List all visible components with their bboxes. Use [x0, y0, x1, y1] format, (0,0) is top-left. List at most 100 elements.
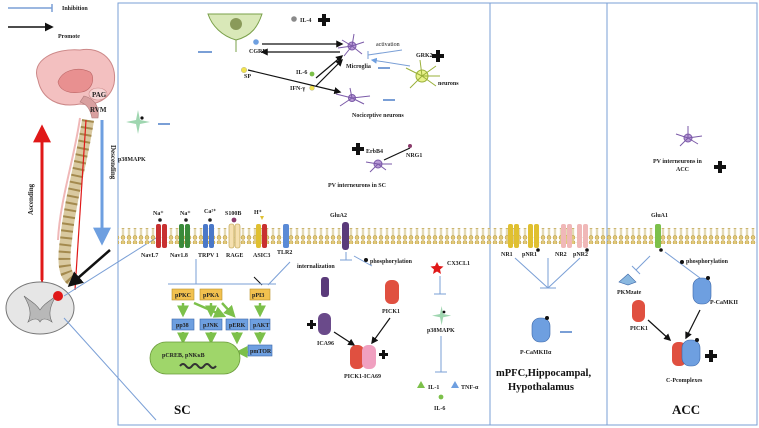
label-nucleus: pCREB, pNKκB: [162, 353, 205, 359]
kinase-box-pp38: pp38: [171, 318, 195, 331]
label-sp: SP: [244, 74, 251, 80]
receptor-glua1: [655, 224, 663, 252]
region-label-sc: SC: [174, 402, 191, 417]
kinase-box-pmtor: pmTOR: [247, 344, 273, 357]
pick1-ica69-complex: [350, 345, 376, 369]
kinase-box-perk: pERK: [225, 318, 249, 331]
receptor-nr1: [508, 224, 519, 248]
svg-text:pAKT: pAKT: [253, 323, 269, 329]
channel-asic3: [256, 224, 267, 248]
label-c-pcomplexes: C-Pcomplexes: [666, 378, 703, 384]
il1-triangle: [417, 381, 425, 388]
neuron-cell: [405, 59, 440, 89]
kinase-box-ppkc: pPKC: [171, 288, 195, 301]
label-s100b: S100B: [225, 211, 241, 217]
label-activation: activation: [376, 42, 400, 48]
label-phosphorylation-sc: phosphorylation: [370, 259, 413, 265]
label-nr2: NR2: [555, 252, 567, 258]
svg-text:pERK: pERK: [229, 323, 246, 329]
label-ifn: IFN-γ: [290, 86, 305, 92]
plus-icon: [318, 14, 330, 26]
label-il6: IL-6: [296, 70, 307, 76]
label-tlr2: TLR2: [277, 250, 292, 256]
pcamkii-alpha-protein: [531, 316, 551, 343]
receptor-glua2: [342, 222, 349, 250]
label-ca: Ca²⁺: [204, 208, 216, 215]
label-il1: IL-1: [428, 385, 439, 391]
label-glua1: GluA1: [651, 213, 668, 219]
label-erbb4: ErbB4: [366, 149, 383, 155]
label-pv-acc: PV interneurons in: [653, 159, 702, 165]
label-na2: Na⁺: [180, 210, 191, 217]
label-p38mapk-top: p38MAPK: [118, 157, 146, 163]
channel-trpv1: [203, 224, 214, 248]
label-p38mapk-sc: p38MAPK: [427, 328, 455, 334]
label-glua2: GluA2: [330, 213, 347, 219]
label-pag: PAG: [92, 91, 107, 99]
label-pcamk-mpfc: P-CaMKIIα: [520, 350, 552, 356]
label-pv-sc: PV interneurons in SC: [328, 183, 386, 189]
label-ascending: Ascending: [27, 183, 35, 215]
receptor-pnr2: [577, 224, 589, 252]
label-rage: RAGE: [226, 253, 243, 259]
ica69-protein: [318, 313, 331, 335]
microglia-cell: [337, 33, 365, 57]
svg-text:pJNK: pJNK: [203, 323, 219, 329]
label-pkmzeta: PKMzate: [617, 290, 642, 296]
svg-text:pPI3: pPI3: [252, 293, 264, 299]
pv-interneuron-sc: [365, 159, 392, 173]
label-pv-acc-2: ACC: [676, 167, 689, 173]
svg-text:pmTOR: pmTOR: [250, 349, 272, 355]
kinase-box-ppka: pPKA: [199, 288, 223, 301]
label-ica69: ICA96: [317, 341, 334, 347]
tnf-triangle: [451, 381, 459, 388]
label-cgrp: CGRP: [249, 49, 266, 55]
cx3cl1-star: [430, 262, 444, 274]
label-pcamk-acc: P-CaMKII: [710, 300, 739, 306]
brain-illustration: [36, 48, 116, 119]
label-internalization: internalization: [297, 264, 335, 270]
label-cx3cl1: CX3CL1: [447, 261, 470, 267]
receptor-nr2: [561, 224, 572, 248]
label-microglia: Microglia: [346, 64, 371, 70]
label-il4: IL-4: [300, 18, 311, 24]
label-nociceptive: Nociceptive neurons: [352, 113, 404, 119]
green-arrows: [177, 301, 266, 358]
label-pnr2: pNR2: [573, 252, 588, 258]
to-section-arrow: [67, 249, 111, 287]
label-pnr1: pNR1: [522, 252, 537, 258]
label-neurons: neurons: [438, 81, 459, 87]
kinase-box-pakt: pAKT: [249, 318, 271, 331]
legend: Inhibition Promote: [8, 4, 88, 40]
label-pick1-sc: PICK1: [382, 309, 400, 315]
label-h: H⁺: [254, 209, 262, 216]
spinal-column: [57, 117, 94, 286]
pkmzeta-protein: [618, 273, 637, 286]
cell-membrane: [118, 228, 757, 244]
spinal-cross-section: [5, 281, 75, 335]
label-trpv1: TRPV 1: [198, 253, 219, 259]
panel-frames: [117, 2, 758, 426]
label-na1: Na⁺: [153, 210, 164, 217]
label-nr1: NR1: [501, 252, 513, 258]
nucleus: [149, 341, 241, 375]
label-asic3: ASIC3: [253, 253, 270, 259]
svg-text:pPKC: pPKC: [175, 293, 191, 299]
label-rvm: RVM: [90, 106, 107, 114]
c-pcomplexes: [672, 338, 701, 367]
legend-promote: Promote: [58, 34, 80, 40]
region-label-mpfc-line2: Hypothalamus: [508, 382, 574, 393]
region-label-acc: ACC: [672, 402, 700, 417]
channel-nav18: [179, 224, 190, 248]
pick1-protein: [385, 280, 399, 304]
label-tnf: TNF-α: [461, 385, 479, 391]
p38mapk-sc: [432, 306, 452, 326]
legend-inhibition: Inhibition: [62, 6, 88, 12]
label-pick1-acc: PICK1: [630, 326, 648, 332]
presynaptic-terminal: [207, 13, 263, 52]
region-label-mpfc-line1: mPFC,Hippocampal,: [496, 368, 591, 379]
svg-text:pPKA: pPKA: [203, 293, 220, 299]
kinase-box-pjnk: pJNK: [199, 318, 223, 331]
label-grk2: GRK2: [416, 53, 433, 59]
